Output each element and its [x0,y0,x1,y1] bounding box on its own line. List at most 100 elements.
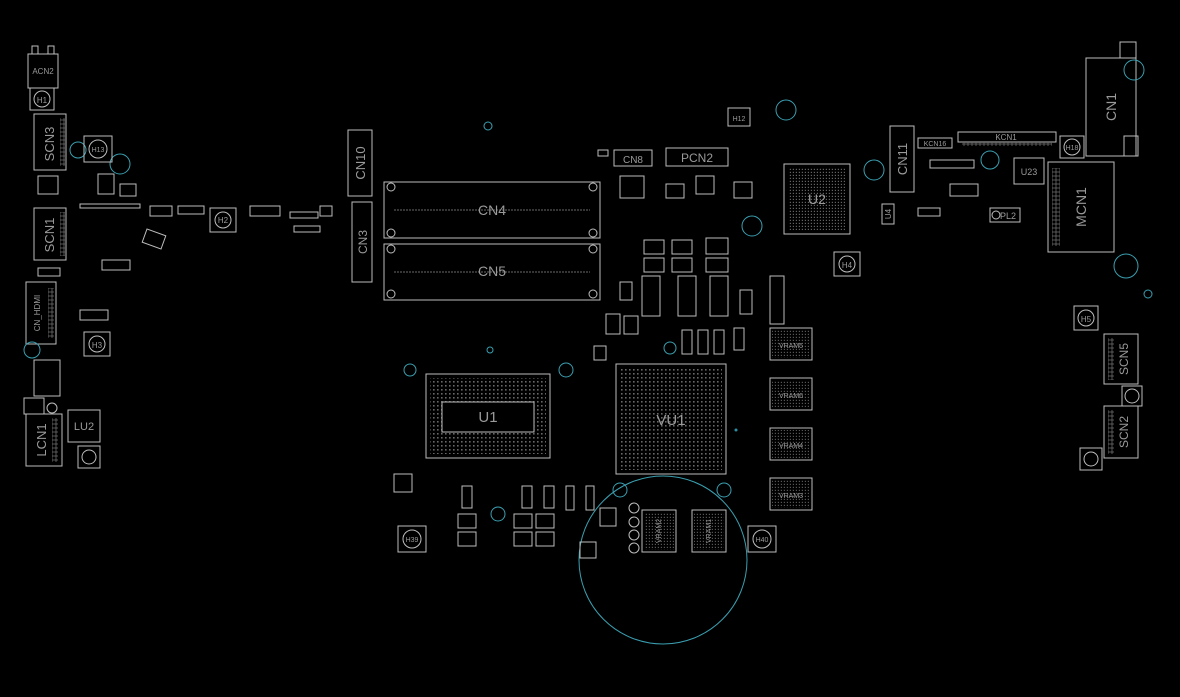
via-dot [734,428,738,432]
cn4-sodimm-slot[interactable]: CN4 [383,181,601,239]
smd-part [597,149,609,157]
cn3-connector[interactable]: CN3 [351,201,373,283]
cn5-sodimm-slot[interactable]: CN5 [383,243,601,301]
u23-chip[interactable]: U23 [1013,157,1045,185]
u4-chip[interactable]: U4 [881,203,895,225]
test-point-grid [1079,447,1103,471]
via-ring [483,121,493,131]
via-ring [863,159,885,181]
h13-label: H13 [92,147,105,154]
smd-cluster [141,205,333,250]
kcn16-connector[interactable]: KCN16 [917,137,953,149]
test-point-grid [1121,385,1143,407]
kcn1-label: KCN1 [995,133,1017,142]
vram5-label: VRAM5 [779,343,803,350]
smd-part [917,207,941,217]
mount-hole-h12[interactable]: H12 [727,107,751,127]
h5-label: H5 [1081,315,1092,324]
vu1-gpu-bga[interactable]: VU1 [615,363,727,475]
u1-label: U1 [478,409,497,426]
smd-part [23,397,45,415]
mount-hole-h40[interactable]: H40 [747,525,777,553]
via-pad [46,402,58,414]
vram6-chip[interactable]: VRAM6 [769,377,813,411]
smd-part [79,309,109,321]
mcn1-connector[interactable]: MCN1 [1047,161,1115,253]
scn5-connector[interactable]: SCN5 [1103,333,1139,385]
h1-label: H1 [37,96,48,105]
vram2-chip[interactable]: VRAM2 [641,509,677,553]
cn3-label: CN3 [356,230,370,254]
vram3-label: VRAM3 [779,493,803,500]
test-point-grid [77,445,101,469]
smd-row [929,159,975,169]
mount-hole-h3[interactable]: H3 [83,331,111,357]
vram4-label: VRAM4 [779,443,803,450]
scn2-connector[interactable]: SCN2 [1103,405,1139,459]
mount-hole-h18[interactable]: H18 [1059,135,1085,159]
vram4-chip[interactable]: VRAM4 [769,427,813,461]
via-ring [69,141,87,159]
cn1-label: CN1 [1103,93,1119,121]
acn2-connector[interactable]: ACN2 [27,45,59,89]
mount-hole-h5[interactable]: H5 [1073,305,1099,331]
mcn1-label: MCN1 [1073,187,1089,227]
mount-hole-h39[interactable]: H39 [397,525,427,553]
hdmi-connector[interactable]: CN_HDMI [25,281,57,345]
cn1-connector[interactable]: CN1 [1085,41,1137,157]
vram2-label: VRAM2 [656,519,663,543]
mount-hole-h13[interactable]: H13 [83,135,113,163]
via-ring [612,482,628,498]
lcn1-connector[interactable]: LCN1 [25,413,63,467]
pl2-label: PL2 [1000,211,1016,221]
via-ring [1123,59,1145,81]
cn-hdmi-label: CN_HDMI [33,295,42,331]
pad-column [628,502,640,554]
cn8-label: CN8 [623,155,643,166]
pl2-inductor[interactable]: PL2 [989,207,1021,223]
via-ring [558,362,574,378]
pcn2-connector[interactable]: PCN2 [665,147,729,167]
scn3-connector[interactable]: SCN3 [33,113,67,171]
via-ring [1143,289,1153,299]
via-ring [403,363,417,377]
h39-label: H39 [406,537,419,544]
u4-label: U4 [884,208,893,219]
cn11-connector[interactable]: CN11 [889,125,915,193]
via-ring [663,341,677,355]
vram5-chip[interactable]: VRAM5 [769,327,813,361]
mount-hole-h1[interactable]: H1 [29,87,55,111]
u1-cpu-bga[interactable]: U1 [425,373,551,459]
via-ring [490,506,506,522]
lu2-chip[interactable]: LU2 [67,409,101,443]
via-ring [741,215,763,237]
kcn1-connector[interactable]: KCN1 [957,131,1057,146]
cn10-connector[interactable]: CN10 [347,129,373,197]
power-stage [605,175,785,355]
mount-hole-h4[interactable]: H4 [833,251,861,277]
via-ring [980,150,1000,170]
kcn16-label: KCN16 [924,141,947,148]
vram1-chip[interactable]: VRAM1 [691,509,727,553]
vram6-label: VRAM6 [779,393,803,400]
h4-label: H4 [842,261,853,270]
cn5-label: CN5 [478,263,506,279]
smd-ic [37,175,59,195]
via-ring [1113,253,1139,279]
cn8-connector[interactable]: CN8 [613,149,653,167]
cn10-label: CN10 [353,146,368,179]
h40-label: H40 [756,537,769,544]
h3-label: H3 [92,341,103,350]
via-ring [775,99,797,121]
vram3-chip[interactable]: VRAM3 [769,477,813,511]
smd-row [79,203,141,209]
via-ring [23,341,41,359]
vu1-label: VU1 [656,412,685,429]
mount-hole-h2[interactable]: H2 [209,207,237,233]
pcn2-label: PCN2 [681,151,713,165]
scn1-connector[interactable]: SCN1 [33,207,67,261]
scn1-label: SCN1 [42,218,57,253]
u23-label: U23 [1021,167,1038,177]
u2-bga-chip[interactable]: U2 [783,163,851,235]
